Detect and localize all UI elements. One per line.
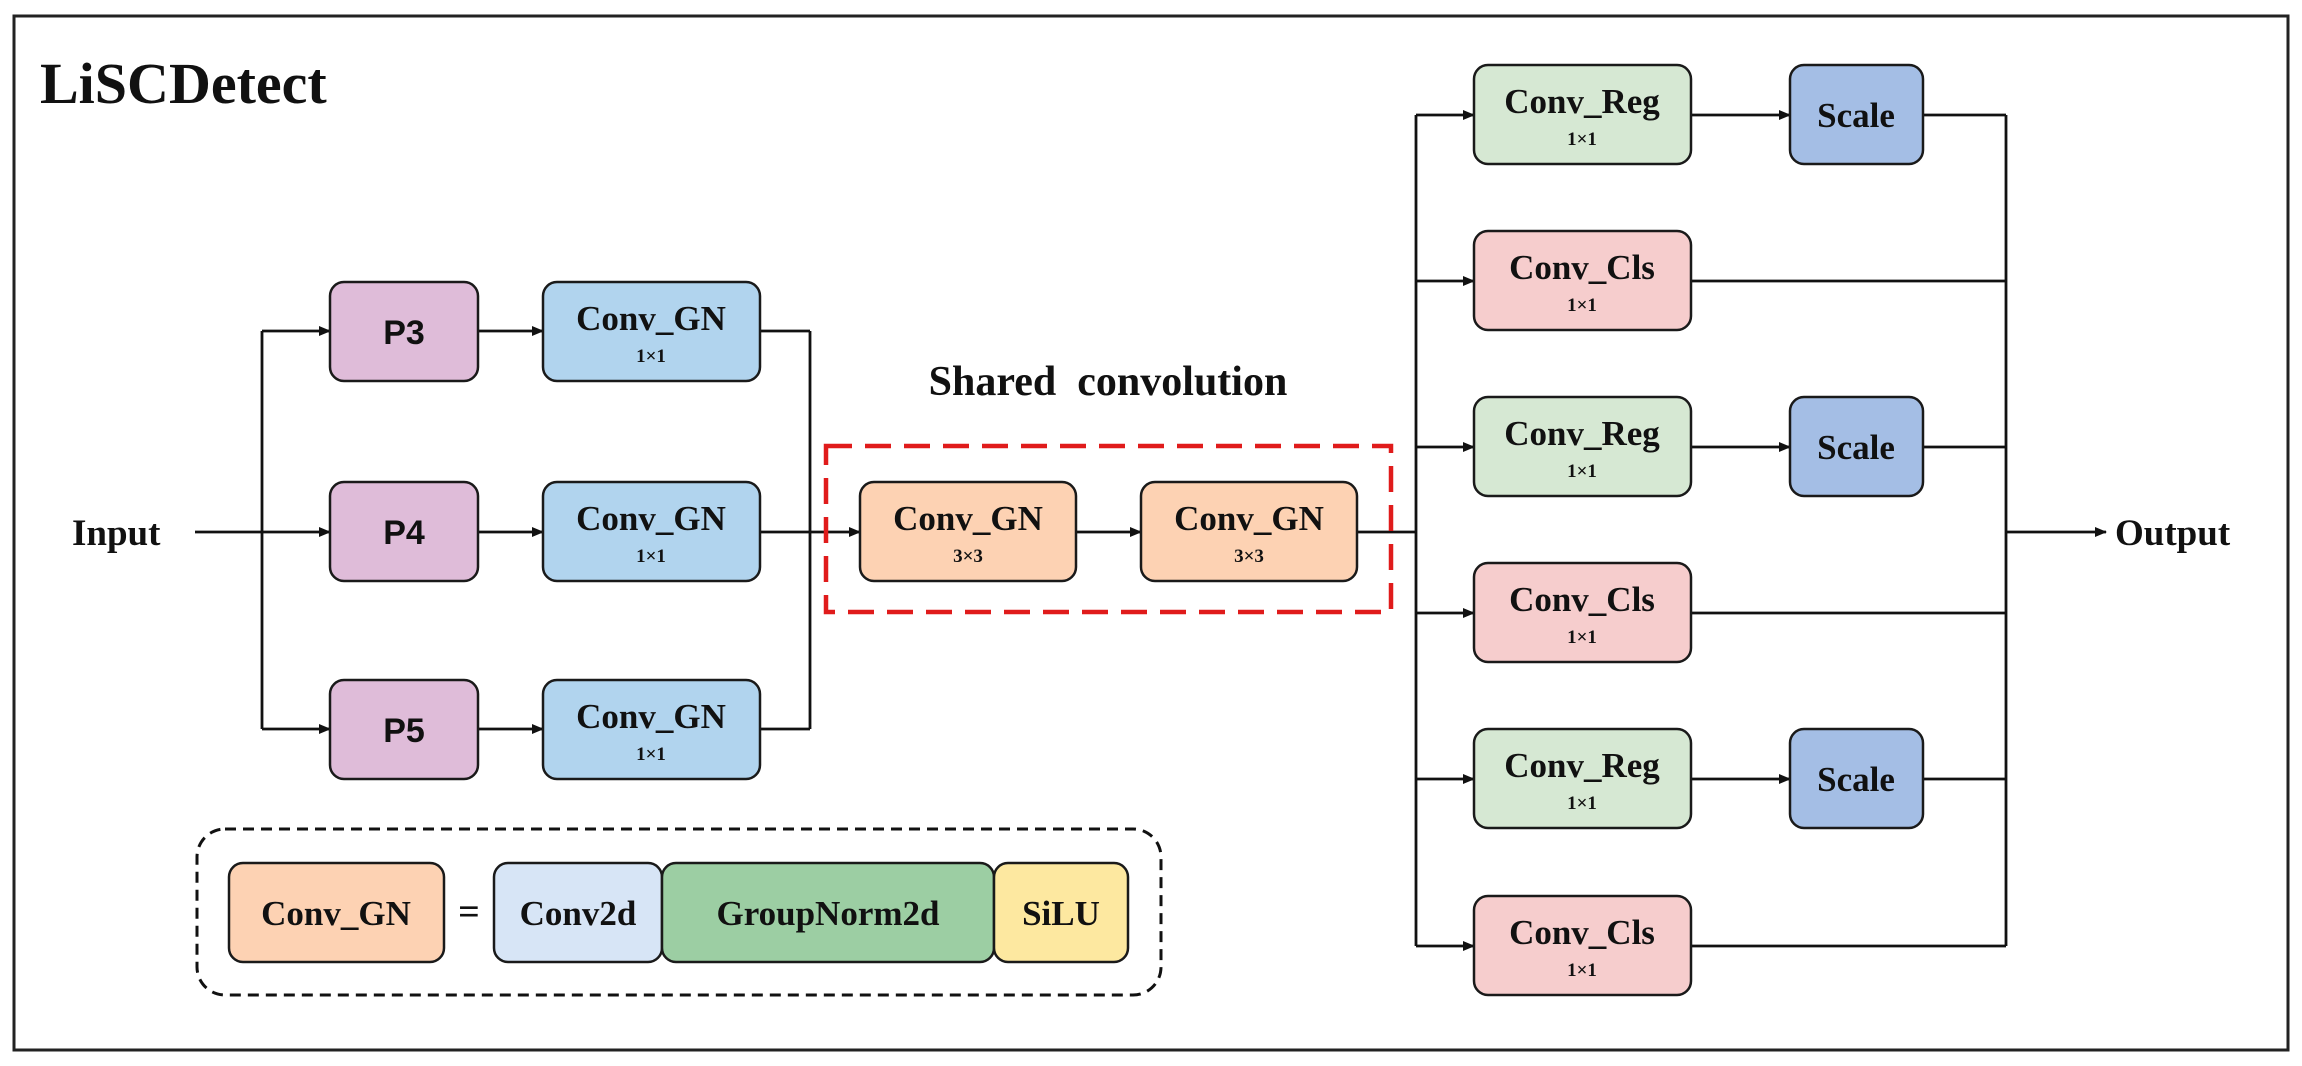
legend-groupnorm-label: GroupNorm2d <box>717 894 941 933</box>
legend-frame <box>195 827 1163 997</box>
block-name: Conv_Reg <box>1504 746 1660 785</box>
conv-gn-1x1-p3: Conv_GN 1×1 <box>541 280 762 383</box>
shared-convolution-label: Shared convolution <box>929 359 1288 405</box>
block-kernel: 3×3 <box>953 546 983 567</box>
block-name: Conv_Cls <box>1509 913 1655 952</box>
shared-conv-gn-2: Conv_GN 3×3 <box>1139 480 1359 583</box>
pyramid-level-p4: P4 <box>328 480 480 583</box>
conv-gn-1x1-p4: Conv_GN 1×1 <box>541 480 762 583</box>
block-name: Conv_GN <box>1174 499 1324 538</box>
diagram-title: LiSCDetect <box>40 51 327 116</box>
head-conv-cls-3: Conv_Cls 1×1 <box>1472 894 1693 997</box>
block-name: Conv_Cls <box>1509 248 1655 287</box>
output-label: Output <box>2115 513 2231 554</box>
block-name: Conv_GN <box>576 697 726 736</box>
block-name: Conv_GN <box>576 299 726 338</box>
block-name: Conv_Cls <box>1509 580 1655 619</box>
block-name: Conv_GN <box>576 499 726 538</box>
legend-equals-sign: = <box>458 891 480 933</box>
legend-silu-label: SiLU <box>1022 894 1100 933</box>
block-name: Conv_Reg <box>1504 82 1660 121</box>
block-kernel: 1×1 <box>636 546 666 567</box>
block-kernel: 1×1 <box>636 744 666 765</box>
pyramid-level-label: P4 <box>383 514 425 552</box>
head-conv-cls-2: Conv_Cls 1×1 <box>1472 561 1693 664</box>
legend-conv2d-label: Conv2d <box>520 894 637 933</box>
scale-label: Scale <box>1817 96 1895 135</box>
block-kernel: 1×1 <box>1567 461 1597 482</box>
shared-convolution-frame <box>823 443 1394 615</box>
head-conv-reg-2: Conv_Reg 1×1 <box>1472 395 1693 498</box>
block-kernel: 3×3 <box>1234 546 1264 567</box>
scale-label: Scale <box>1817 428 1895 467</box>
connector-lines <box>195 110 2107 951</box>
head-conv-reg-1: Conv_Reg 1×1 <box>1472 63 1693 166</box>
block-kernel: 1×1 <box>1567 129 1597 150</box>
pyramid-level-p3: P3 <box>328 280 480 383</box>
head-scale-3: Scale <box>1788 727 1925 830</box>
conv-gn-1x1-p5: Conv_GN 1×1 <box>541 678 762 781</box>
scale-label: Scale <box>1817 760 1895 799</box>
shared-conv-gn-1: Conv_GN 3×3 <box>858 480 1078 583</box>
block-kernel: 1×1 <box>636 346 666 367</box>
block-name: Conv_Reg <box>1504 414 1660 453</box>
head-scale-2: Scale <box>1788 395 1925 498</box>
block-kernel: 1×1 <box>1567 295 1597 316</box>
block-kernel: 1×1 <box>1567 627 1597 648</box>
pyramid-level-p5: P5 <box>328 678 480 781</box>
head-scale-1: Scale <box>1788 63 1925 166</box>
legend: Conv_GN = Conv2d GroupNorm2d SiLU <box>195 827 1163 997</box>
head-conv-reg-3: Conv_Reg 1×1 <box>1472 727 1693 830</box>
head-conv-cls-1: Conv_Cls 1×1 <box>1472 229 1693 332</box>
legend-conv-gn-label: Conv_GN <box>261 894 411 933</box>
block-kernel: 1×1 <box>1567 960 1597 981</box>
pyramid-level-label: P5 <box>383 712 425 750</box>
block-name: Conv_GN <box>893 499 1043 538</box>
block-kernel: 1×1 <box>1567 793 1597 814</box>
input-label: Input <box>72 513 161 554</box>
pyramid-level-label: P3 <box>383 314 425 352</box>
